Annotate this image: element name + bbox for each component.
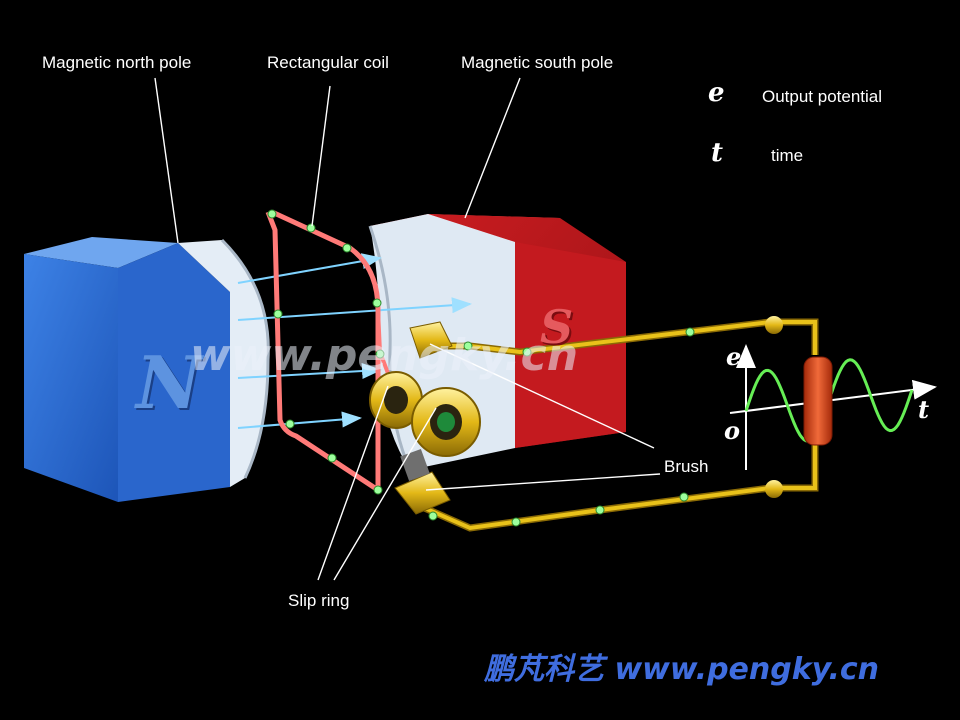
field-line	[237, 411, 362, 429]
output-graph	[729, 344, 937, 470]
rectangular-coil	[265, 209, 397, 495]
north-pole-callout	[154, 77, 179, 244]
wire-marker	[511, 517, 521, 527]
wire-marker	[595, 505, 605, 515]
legend-text-e: Output potential	[762, 87, 883, 106]
coil-marker	[373, 485, 383, 495]
north-magnet	[24, 237, 270, 502]
callout-lines	[154, 77, 661, 581]
south-pole-callout	[464, 77, 521, 219]
legend-symbol-t: t	[711, 138, 724, 168]
coil-marker	[267, 209, 277, 219]
wire-marker	[522, 347, 532, 357]
coil-marker	[372, 298, 382, 308]
coil-marker	[327, 453, 337, 463]
graph-y-label: e	[726, 342, 742, 371]
wire-marker	[679, 492, 689, 502]
wire-joint	[765, 480, 783, 498]
field-line	[237, 363, 382, 379]
wire-joint	[765, 316, 783, 334]
graph-origin-label: o	[724, 416, 741, 445]
wire-marker	[428, 511, 438, 521]
south-letter: S	[540, 300, 574, 354]
brush-label: Brush	[664, 457, 709, 476]
load-resistor	[803, 356, 833, 446]
slip-ring-callout	[333, 407, 437, 581]
watermark-brand: 鹏芃科艺 www.pengky.cn	[484, 652, 880, 687]
coil-marker	[285, 419, 295, 429]
slip-rings	[369, 371, 481, 457]
output-wires	[418, 316, 819, 532]
watermark-center: www.pengky.cn	[190, 330, 579, 381]
slip-ring-callout	[317, 385, 389, 581]
lower-brush	[394, 471, 451, 515]
legend-text-t: time	[771, 146, 804, 165]
graph-x-label: t	[918, 395, 930, 424]
north-letter: N	[136, 340, 202, 425]
north-magnet-side	[118, 243, 230, 502]
north-magnet-front	[24, 254, 118, 502]
wire-marker	[685, 327, 695, 337]
coil-label: Rectangular coil	[267, 53, 389, 72]
slip-ring-label: Slip ring	[288, 591, 350, 610]
brush-callout-upper	[429, 343, 655, 449]
legend-symbol-e: e	[708, 78, 725, 108]
coil-marker	[306, 223, 316, 233]
coil-marker	[273, 309, 283, 319]
coil-marker	[375, 349, 385, 359]
north-pole-label: Magnetic north pole	[42, 53, 192, 72]
field-line	[237, 253, 382, 284]
north-pole-face	[178, 240, 269, 487]
brush-callout-lower	[425, 473, 661, 491]
coil-callout	[311, 85, 331, 227]
wire-marker	[463, 341, 473, 351]
north-magnet-top	[24, 237, 178, 268]
south-pole-label: Magnetic south pole	[461, 53, 614, 72]
coil-marker	[342, 243, 352, 253]
